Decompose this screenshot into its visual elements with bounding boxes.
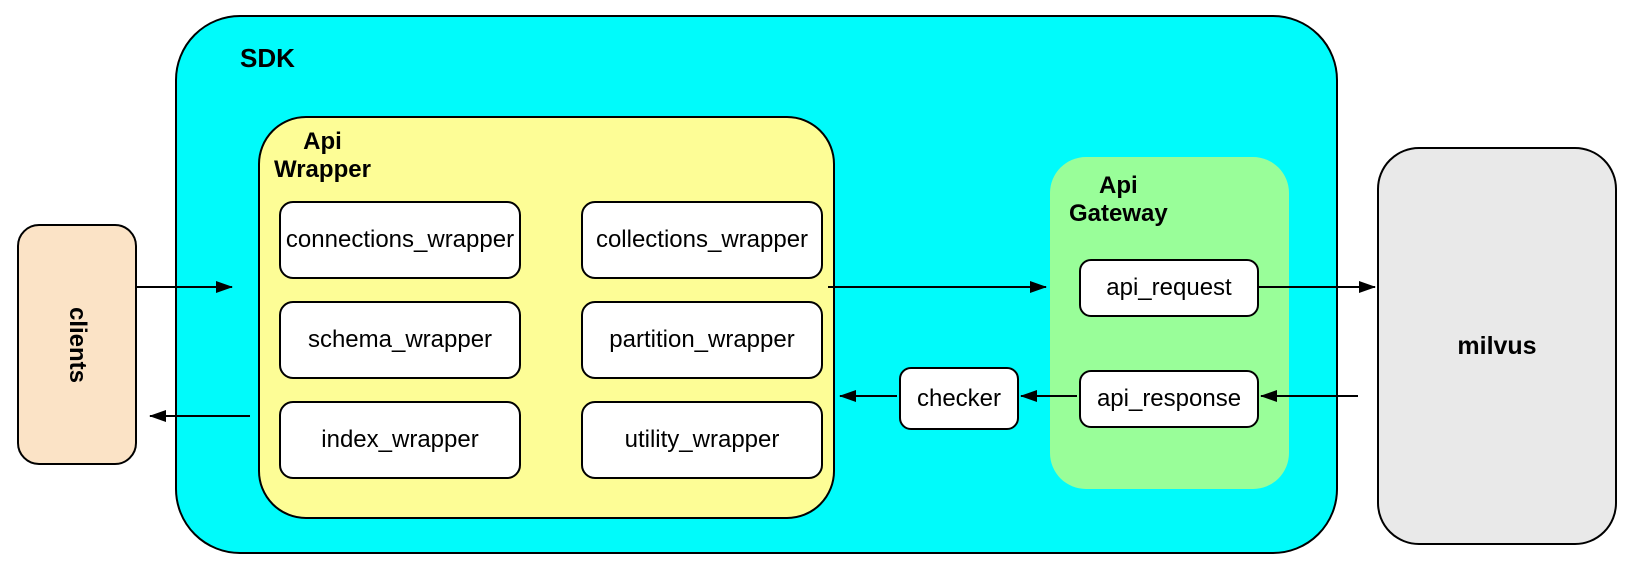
- node-collections-wrapper: collections_wrapper: [581, 201, 823, 279]
- node-utility-wrapper: utility_wrapper: [581, 401, 823, 479]
- milvus-label: milvus: [1457, 331, 1537, 360]
- clients-box: clients: [17, 224, 137, 465]
- api-gateway-container: Api Gateway api_request api_response: [1050, 157, 1289, 489]
- api-gateway-label: Api Gateway: [1069, 172, 1168, 227]
- node-connections-wrapper: connections_wrapper: [279, 201, 521, 279]
- milvus-box: milvus: [1377, 147, 1617, 545]
- api-wrapper-label: Api Wrapper: [274, 128, 371, 183]
- node-index-wrapper: index_wrapper: [279, 401, 521, 479]
- sdk-container: SDK Api Wrapper connections_wrapper coll…: [175, 15, 1338, 554]
- node-partition-wrapper: partition_wrapper: [581, 301, 823, 379]
- api-wrapper-container: Api Wrapper connections_wrapper collecti…: [258, 116, 835, 519]
- node-checker: checker: [899, 367, 1019, 430]
- node-api-response: api_response: [1079, 370, 1259, 428]
- sdk-label: SDK: [240, 43, 295, 73]
- node-api-request: api_request: [1079, 259, 1259, 317]
- node-schema-wrapper: schema_wrapper: [279, 301, 521, 379]
- clients-label: clients: [64, 306, 91, 383]
